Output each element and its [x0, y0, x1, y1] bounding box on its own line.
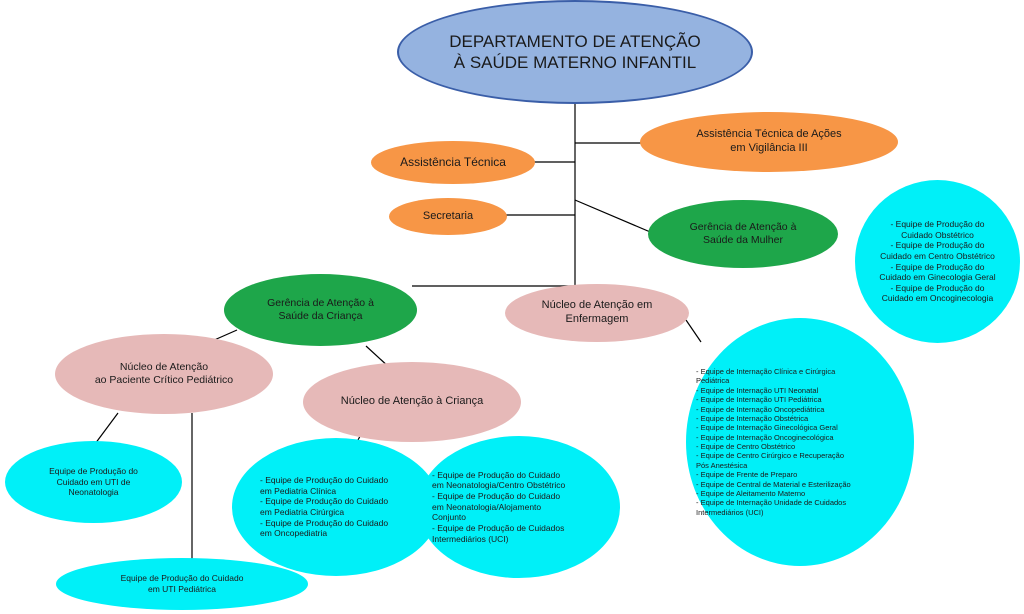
- assistencia-tecnica-node: Assistência Técnica: [371, 141, 535, 184]
- gerencia-mulher-node: Gerência de Atenção à Saúde da Mulher: [648, 200, 838, 268]
- nucleo-enfermagem-label: Núcleo de Atenção em Enfermagem: [541, 299, 653, 325]
- secretaria-node: Secretaria: [389, 198, 507, 235]
- equipe-uti-neo-node: Equipe de Produção do Cuidado em UTI de …: [5, 441, 182, 523]
- departamento-title: DEPARTAMENTO DE ATENÇÃO À SAÚDE MATERNO …: [449, 31, 701, 72]
- equipes-pediatria-node: - Equipe de Produção do Cuidado em Pedia…: [232, 438, 440, 576]
- gerencia-mulher-label: Gerência de Atenção à Saúde da Mulher: [689, 220, 797, 246]
- equipes-pediatria-label: - Equipe de Produção do Cuidado em Pedia…: [260, 475, 389, 539]
- nucleo-crianca-label: Núcleo de Atenção à Criança: [340, 395, 484, 408]
- connector-enfermagem-equipes: [685, 319, 702, 343]
- secretaria-label: Secretaria: [422, 209, 474, 222]
- gerencia-crianca-label: Gerência de Atenção à Saúde da Criança: [267, 296, 374, 322]
- nucleo-critico-node: Núcleo de Atenção ao Paciente Crítico Pe…: [55, 334, 273, 414]
- assistencia-tecnica-label: Assistência Técnica: [400, 155, 506, 169]
- equipes-neonatologia-label: - Equipe de Produção do Cuidado em Neona…: [432, 469, 566, 544]
- nucleo-critico-label: Núcleo de Atenção ao Paciente Crítico Pe…: [94, 360, 234, 386]
- equipe-uti-neo-label: Equipe de Produção do Cuidado em UTI de …: [49, 466, 138, 498]
- gerencia-crianca-node: Gerência de Atenção à Saúde da Criança: [224, 274, 417, 346]
- nucleo-enfermagem-equipes-label: - Equipe de Internação Clínica e Cirúrgi…: [696, 367, 851, 517]
- gerencia-mulher-equipes-node: - Equipe de Produção do Cuidado Obstétri…: [855, 180, 1020, 343]
- assistencia-vigilancia-label: Assistência Técnica de Ações em Vigilânc…: [696, 128, 842, 154]
- equipe-uti-ped-node: Equipe de Produção do Cuidado em UTI Ped…: [56, 558, 308, 610]
- nucleo-crianca-node: Núcleo de Atenção à Criança: [303, 362, 521, 442]
- equipes-neonatologia-node: - Equipe de Produção do Cuidado em Neona…: [418, 436, 620, 578]
- equipe-uti-ped-label: Equipe de Produção do Cuidado em UTI Ped…: [120, 573, 244, 594]
- nucleo-enfermagem-node: Núcleo de Atenção em Enfermagem: [505, 284, 689, 342]
- connector-gerencia-mulher: [574, 199, 663, 238]
- gerencia-mulher-equipes-label: - Equipe de Produção do Cuidado Obstétri…: [879, 219, 996, 304]
- departamento-node: DEPARTAMENTO DE ATENÇÃO À SAÚDE MATERNO …: [397, 0, 753, 104]
- nucleo-enfermagem-equipes-node: - Equipe de Internação Clínica e Cirúrgi…: [686, 318, 914, 566]
- assistencia-vigilancia-node: Assistência Técnica de Ações em Vigilânc…: [640, 112, 898, 172]
